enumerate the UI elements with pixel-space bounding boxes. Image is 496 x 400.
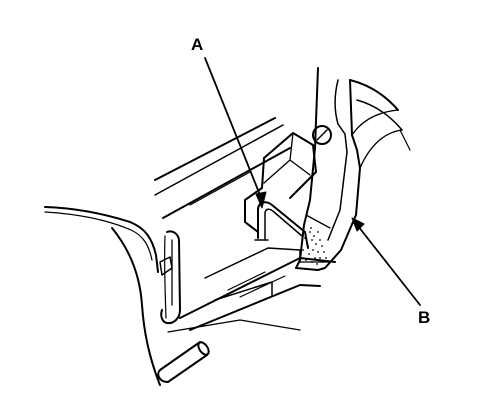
callout-label-b: B — [418, 308, 431, 327]
wire-clip — [254, 201, 309, 249]
stipple — [302, 227, 327, 265]
callout-label-a: A — [191, 35, 204, 54]
spring-clip — [160, 230, 181, 325]
lower-housing — [167, 247, 336, 333]
pliers-tool — [295, 67, 411, 271]
cable — [44, 206, 173, 276]
connector-block — [244, 132, 317, 233]
leader-arrow-a — [204, 57, 267, 209]
outer-body — [111, 227, 161, 386]
panel-edges — [154, 117, 291, 219]
leader-arrow-b — [351, 217, 421, 306]
rod — [157, 341, 210, 383]
